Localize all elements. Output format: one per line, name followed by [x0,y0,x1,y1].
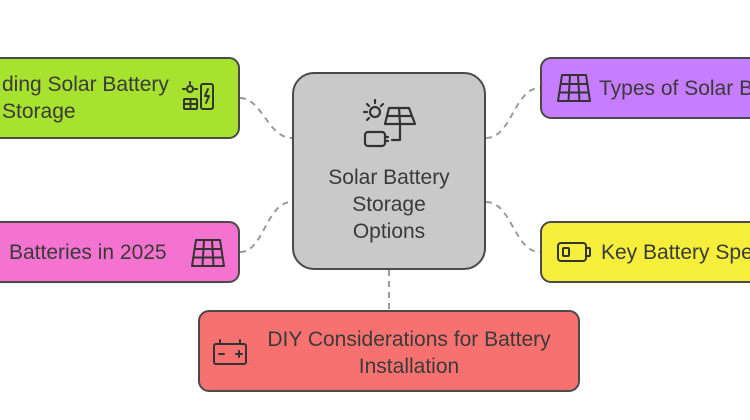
solar-panel-icon [190,237,226,269]
solar-panel-icon [556,72,592,104]
best-batteries-2025-node[interactable]: Batteries in 2025 [0,221,240,283]
types-label: Types of Solar B [599,76,750,100]
battery-icon [556,238,592,266]
solar-battery-icon [180,81,216,115]
solar-panel-battery-icon [359,98,419,154]
connector-specs [485,201,541,253]
car-battery-icon [212,336,248,368]
types-of-solar-batteries-node[interactable]: Types of Solar B [540,57,750,119]
diy-label-line-2: Installation [358,355,460,378]
understanding-label-line-2: Storage [2,100,76,123]
connector-types [485,87,541,139]
connector-understanding [239,97,293,139]
understanding-label-line-1: ding Solar Battery [2,73,169,96]
center-title-line-3: Options [352,219,426,243]
key-specs-label: Key Battery Spe [601,240,750,264]
key-battery-specs-node[interactable]: Key Battery Spe [540,221,750,283]
best-batteries-label: Batteries in 2025 [9,240,167,264]
understanding-solar-battery-node[interactable]: ding Solar Battery Storage [0,57,240,139]
diy-label-line-1: DIY Considerations for Battery [267,328,551,351]
center-title-line-2: Storage [352,192,426,216]
center-topic-node[interactable]: Solar Battery Storage Options [292,72,486,270]
center-title-line-1: Solar Battery [328,165,450,189]
diy-considerations-node[interactable]: DIY Considerations for Battery Installat… [198,310,580,392]
connector-best [239,201,293,253]
